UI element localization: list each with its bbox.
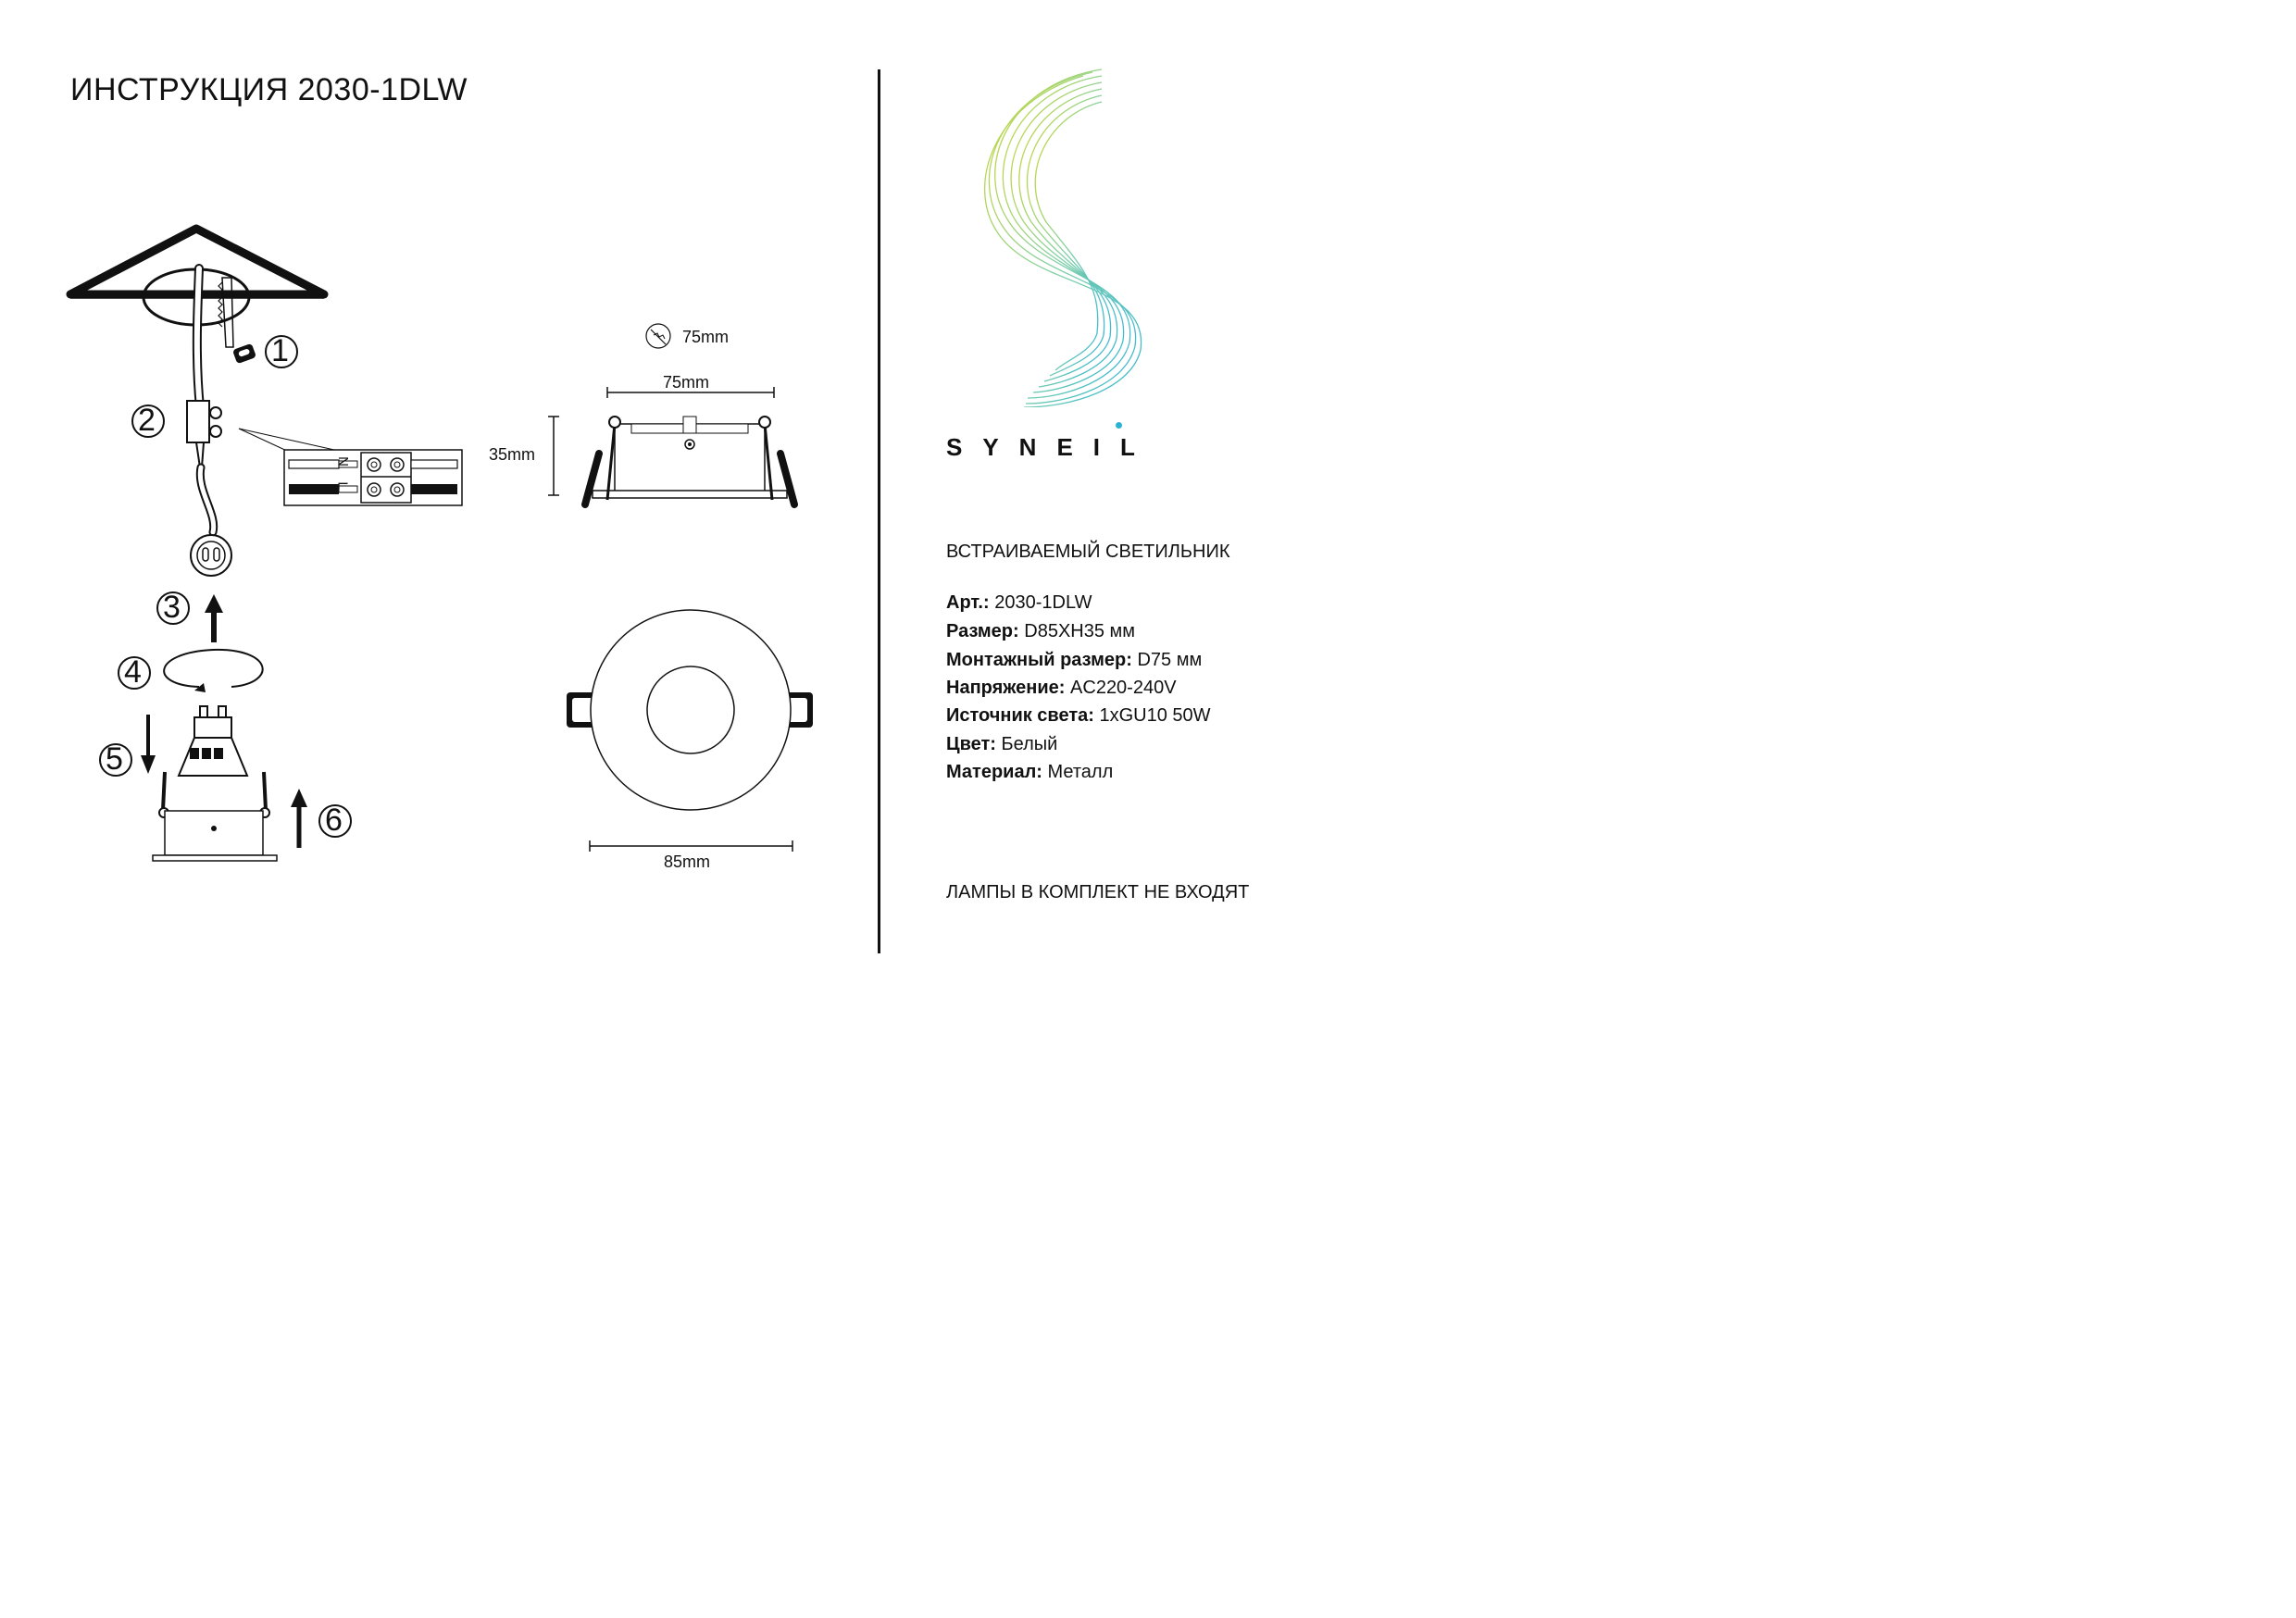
step-2: 2 xyxy=(138,403,156,438)
step-circle xyxy=(99,743,132,777)
height-label: 35mm xyxy=(489,445,536,464)
step-circle xyxy=(265,335,298,368)
spec-label: Монтажный размер: xyxy=(946,650,1132,670)
fixture-top-view xyxy=(567,609,813,811)
arrow-up-icon xyxy=(291,789,307,848)
spec-row: Цвет: Белый xyxy=(946,734,1057,755)
spec-value: Металл xyxy=(1047,762,1114,782)
step-circle xyxy=(318,804,352,838)
brand-dot xyxy=(1116,422,1122,429)
fixture-side-view-small xyxy=(152,771,278,862)
step-circle xyxy=(118,656,151,690)
spec-row: Источник света: 1xGU10 50W xyxy=(946,705,1211,727)
spec-value: Белый xyxy=(1001,734,1058,754)
spec-label: Напряжение: xyxy=(946,678,1066,698)
spec-value: AC220-240V xyxy=(1070,678,1177,698)
spec-row: Материал: Металл xyxy=(946,762,1113,783)
spec-label: Источник света: xyxy=(946,705,1094,726)
step-3: 3 xyxy=(163,590,181,625)
spec-value: 2030-1DLW xyxy=(994,592,1092,613)
step-1: 1 xyxy=(271,333,289,368)
gu10-lamp xyxy=(177,705,249,777)
terminal-wiring-detail xyxy=(283,449,463,506)
cutout-icon xyxy=(645,323,671,349)
spec-label: Цвет: xyxy=(946,734,996,754)
step-4: 4 xyxy=(124,654,142,690)
spec-value: D85XH35 мм xyxy=(1024,621,1136,641)
terminal-label-n: N xyxy=(334,456,351,467)
step-circle xyxy=(156,591,190,625)
spec-row: Напряжение: AC220-240V xyxy=(946,678,1177,699)
brand-name: SYNEIL xyxy=(946,433,1155,461)
brand-logo-icon xyxy=(984,68,1142,407)
spec-row: Монтажный размер: D75 мм xyxy=(946,650,1202,671)
gu10-socket xyxy=(190,534,232,577)
cutout-dimension-label: 75mm xyxy=(682,328,730,346)
product-type: ВСТРАИВАЕМЫЙ СВЕТИЛЬНИК xyxy=(946,541,1230,562)
step-6: 6 xyxy=(325,803,343,838)
lamps-not-included-note: ЛАМПЫ В КОМПЛЕКТ НЕ ВХОДЯТ xyxy=(946,882,1250,902)
spec-value: 1xGU10 50W xyxy=(1099,705,1211,726)
fixture-side-view xyxy=(581,416,798,508)
spec-label: Материал: xyxy=(946,762,1042,782)
spec-value: D75 мм xyxy=(1137,650,1203,670)
spec-row: Размер: D85XH35 мм xyxy=(946,621,1135,642)
rotate-icon xyxy=(163,648,264,692)
spec-row: Арт.: 2030-1DLW xyxy=(946,592,1092,614)
step-5: 5 xyxy=(106,741,123,777)
spec-label: Арт.: xyxy=(946,592,990,613)
arrow-up-icon xyxy=(205,594,223,642)
spec-label: Размер: xyxy=(946,621,1019,641)
dimension-drawings xyxy=(548,323,813,852)
step-circle xyxy=(131,404,165,438)
arrow-down-icon xyxy=(141,715,156,774)
saw-icon xyxy=(218,277,256,364)
terminal-block xyxy=(186,400,222,468)
divider xyxy=(878,69,880,953)
top-width-label: 75mm xyxy=(663,373,710,392)
terminal-label-l: L xyxy=(334,481,351,490)
page-title: ИНСТРУКЦИЯ 2030-1DLW xyxy=(70,72,468,107)
installation-diagram xyxy=(66,224,352,862)
bottom-width-label: 85mm xyxy=(664,853,711,871)
